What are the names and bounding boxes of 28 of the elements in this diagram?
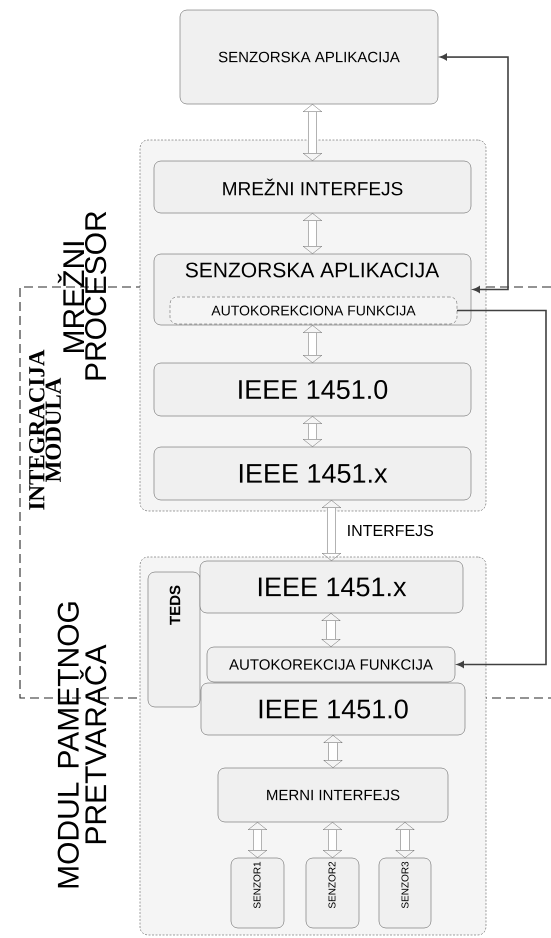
process-box: AUTOKOREKCIJA FUNKCIJA <box>206 646 456 682</box>
connector-arrow <box>457 310 547 668</box>
process-box: SENZORSKA APLIKACIJA <box>180 10 438 104</box>
block-arrow <box>323 735 343 768</box>
process-box: SENZOR3 <box>378 858 432 928</box>
process-box: MREŽNI INTERFEJS <box>154 160 472 214</box>
process-box: MERNI INTERFEJS <box>218 768 448 822</box>
process-box: SENZOR1 <box>230 858 284 928</box>
block-arrow <box>302 213 322 254</box>
block-arrow <box>321 613 341 647</box>
process-box: SENZOR2 <box>306 858 360 928</box>
function-box: AUTOKOREKCIONA FUNKCIJA <box>170 296 458 324</box>
block-arrow <box>302 325 322 363</box>
block-arrow <box>248 822 268 858</box>
connector-arrow <box>440 54 509 293</box>
process-box: IEEE 1451.x <box>154 446 472 500</box>
process-box: IEEE 1451.0 <box>154 362 472 416</box>
process-box: TEDS <box>148 572 200 708</box>
edge-label: INTERFEJS <box>346 524 435 538</box>
process-box: IEEE 1451.x <box>200 560 464 614</box>
process-box: IEEE 1451.0 <box>200 682 466 736</box>
vertical-label: INTEGRACIJA MODULA <box>29 350 61 510</box>
block-arrow <box>302 416 322 447</box>
block-arrow <box>322 822 342 858</box>
block-arrow <box>395 822 415 858</box>
block-arrow <box>322 500 342 561</box>
vertical-label: MODUL PAMETNOG PRETVARAČA <box>58 602 106 888</box>
block-arrow <box>302 104 322 161</box>
